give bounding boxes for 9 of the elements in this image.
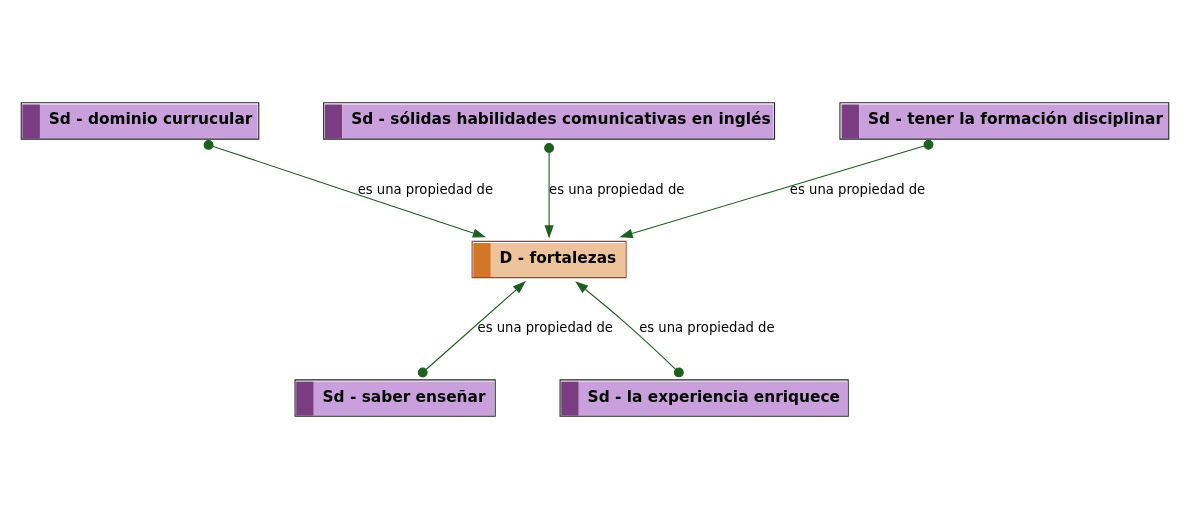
arrow <box>203 139 486 238</box>
arrow <box>575 280 684 377</box>
edge-label: es una propiedad de <box>639 319 775 335</box>
edge-label: es una propiedad de <box>789 181 926 197</box>
edge-label: es una propiedad de <box>477 319 613 335</box>
arrow <box>544 142 555 239</box>
arrow <box>417 280 526 377</box>
arrow <box>619 139 934 238</box>
edge-label: es una propiedad de <box>357 181 494 197</box>
